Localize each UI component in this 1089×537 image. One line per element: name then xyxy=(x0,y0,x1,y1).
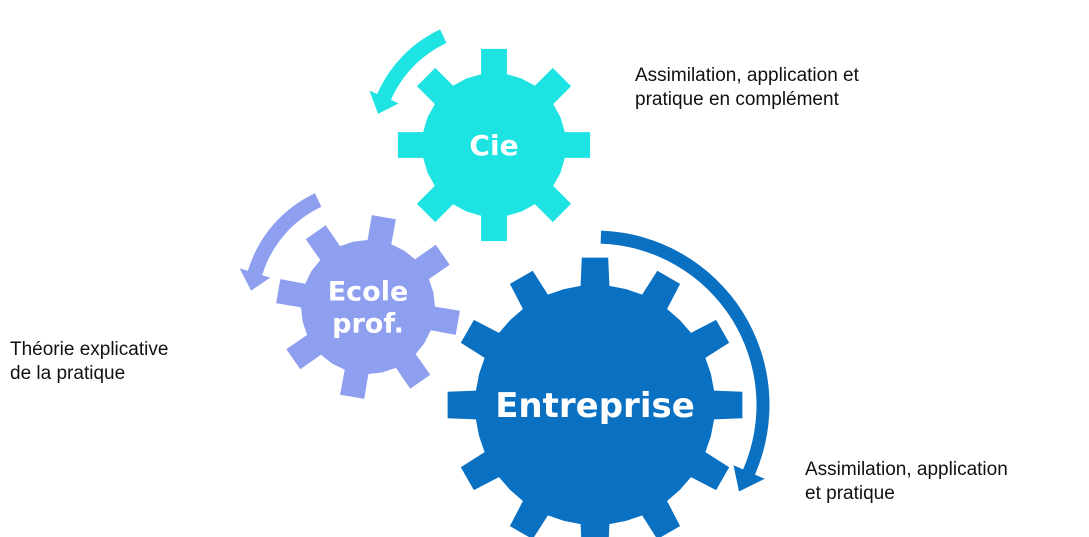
gear-ecole-label-line-2: prof. xyxy=(332,308,404,339)
gear-ecole-label-line-1: Ecole xyxy=(328,276,409,307)
caption-ecole-line-1: Théorie explicative xyxy=(10,339,169,360)
caption-cie: Assimilation, application et pratique en… xyxy=(635,64,859,112)
curved-arrow-entreprise xyxy=(600,230,770,492)
caption-cie-line-1: Assimilation, application et xyxy=(635,65,859,86)
curved-arrow-cie xyxy=(369,29,447,114)
gear-entreprise-shape xyxy=(447,257,743,537)
gear-ecole-shape xyxy=(276,215,460,399)
gear-cie-label-line-1: Cie xyxy=(469,129,518,162)
gear-entreprise-label-line-1: Entreprise xyxy=(495,386,695,426)
gear-entreprise: Entreprise xyxy=(447,257,743,537)
arrows-layer xyxy=(239,29,770,492)
caption-cie-line-2: pratique en complément xyxy=(635,89,839,110)
gear-cie: Cie xyxy=(397,48,591,242)
caption-ecole: Théorie explicative de la pratique xyxy=(10,338,168,386)
gear-cie-shape xyxy=(397,48,591,242)
caption-ecole-line-2: de la pratique xyxy=(10,363,126,384)
caption-entreprise: Assimilation, application et pratique xyxy=(805,458,1008,506)
caption-entreprise-line-2: et pratique xyxy=(805,483,895,504)
curved-arrow-ecole xyxy=(239,193,322,291)
caption-entreprise-line-1: Assimilation, application xyxy=(805,459,1008,480)
